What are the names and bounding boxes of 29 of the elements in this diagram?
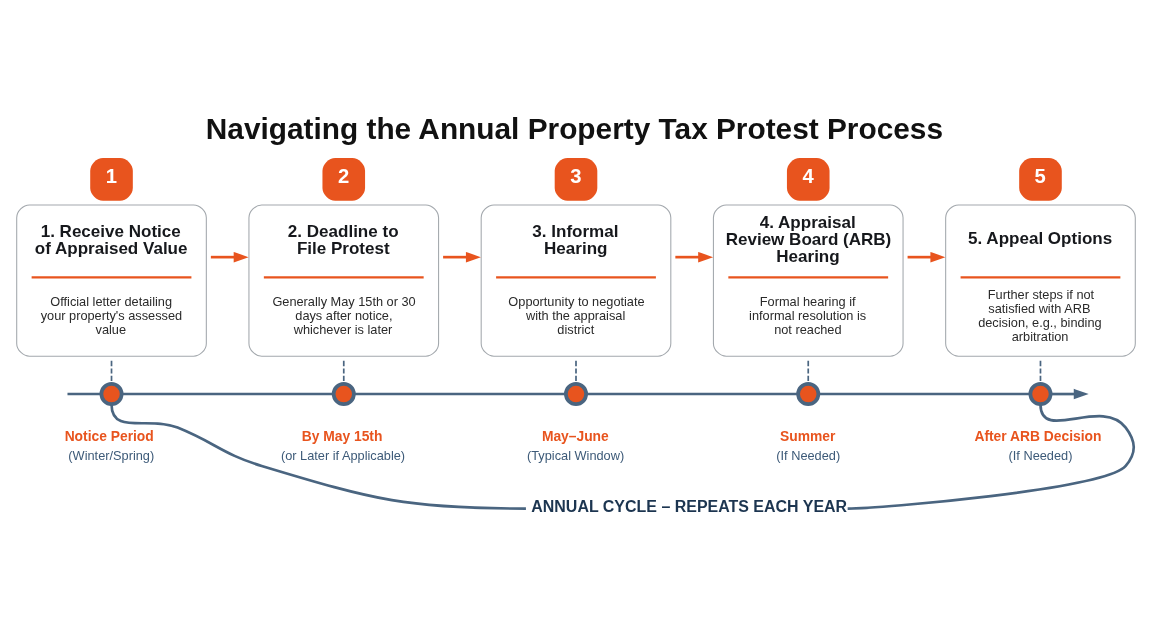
- node-text: ANNUAL CYCLE – REPEATS EACH YEAR: [531, 497, 848, 515]
- node-circle: [564, 382, 588, 407]
- connector: [354, 392, 566, 396]
- connector: [110, 404, 526, 510]
- node-label: (If Needed): [776, 448, 841, 464]
- node-label: Notice Period: [64, 427, 154, 444]
- node-circle: [99, 382, 124, 407]
- node-circle: [796, 382, 821, 407]
- connector: [818, 392, 1031, 396]
- diagram-title: Navigating the Annual Property Tax Protest Process: [205, 112, 944, 146]
- connector: [121, 392, 334, 396]
- arrow: [675, 251, 714, 263]
- node-label: (Typical Window): [526, 448, 625, 464]
- connector: [847, 403, 1136, 510]
- arrow: [210, 251, 249, 263]
- arrow: [443, 251, 481, 263]
- node-label: (or Later if Applicable): [280, 448, 406, 464]
- node-label: (Winter/Spring): [68, 448, 155, 464]
- connector: [586, 392, 798, 396]
- node-label: By May 15th: [301, 427, 383, 444]
- node-label: Summer: [780, 427, 836, 444]
- node-label: After ARB Decision: [974, 427, 1102, 444]
- node-circle: [1028, 382, 1053, 407]
- arrow: [907, 251, 946, 263]
- arrow: [1050, 388, 1089, 400]
- node-label: (If Needed): [1008, 448, 1073, 464]
- node-label: May–June: [541, 427, 609, 444]
- connector: [67, 392, 102, 396]
- node-circle: [331, 382, 356, 407]
